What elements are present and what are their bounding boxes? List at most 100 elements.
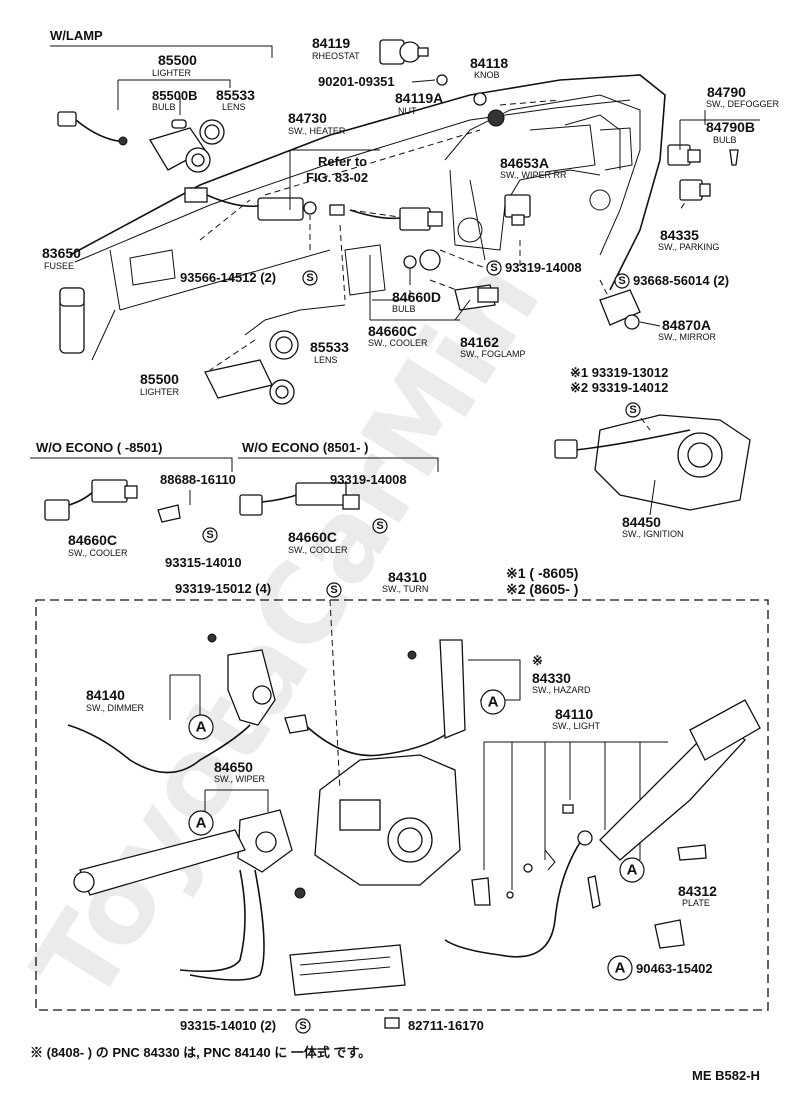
w-lamp-header: W/LAMP [50, 28, 103, 43]
part-84118: 84118 [470, 55, 508, 71]
part-84660c-econo-a: 84660C [68, 532, 117, 548]
part-84110: 84110 [555, 706, 593, 722]
part-90201-09351: 90201-09351 [318, 74, 395, 89]
part-84660c-top: 84660C [368, 323, 417, 339]
part-84450: 84450 [622, 514, 661, 530]
svg-text:SW., IGNITION: SW., IGNITION [622, 529, 684, 539]
svg-text:BULB: BULB [392, 304, 416, 314]
turn-switch-section: 93319-15012 (4) S 84310 SW., TURN ※1 ( -… [35, 565, 769, 1034]
part-93319-13012: ※1 93319-13012 [570, 365, 668, 380]
svg-text:SW., HAZARD: SW., HAZARD [532, 685, 591, 695]
svg-text:A: A [488, 694, 499, 711]
wo-econo-header-b: W/O ECONO (8501- ) [242, 440, 368, 455]
part-85500b: 85500B [152, 88, 198, 103]
part-84330-mark: ※ [532, 653, 543, 668]
defogger-parking-assembly [667, 110, 760, 201]
svg-text:SW., PARKING: SW., PARKING [658, 242, 719, 252]
svg-text:S: S [490, 262, 497, 274]
part-85500-lighter-top: 85500 [158, 52, 197, 68]
part-93319-14008-top: 93319-14008 [505, 260, 582, 275]
svg-text:S: S [206, 529, 213, 541]
part-93319-14012: ※2 93319-14012 [570, 380, 668, 395]
svg-text:SW., COOLER: SW., COOLER [68, 548, 128, 558]
svg-text:LENS: LENS [314, 355, 338, 365]
svg-text:SW., MIRROR: SW., MIRROR [658, 332, 716, 342]
lighter-bottom-assembly [204, 330, 299, 405]
part-93566-14512: 93566-14512 (2) [180, 270, 276, 285]
rheostat-assembly [379, 39, 505, 127]
wo-econo-header-a: W/O ECONO ( -8501) [36, 440, 162, 455]
svg-text:LENS: LENS [222, 102, 246, 112]
svg-text:RHEOSTAT: RHEOSTAT [312, 51, 360, 61]
wiper-rr-assembly [504, 194, 531, 226]
part-83650: 83650 [42, 245, 81, 261]
part-84119a: 84119A [395, 90, 443, 106]
ignition-assembly [554, 409, 751, 511]
svg-text:FUSEE: FUSEE [44, 261, 74, 271]
part-82711-16170: 82711-16170 [408, 1018, 484, 1033]
svg-text:SW., WIPER: SW., WIPER [214, 774, 266, 784]
part-84660d: 84660D [392, 289, 441, 305]
svg-text:A: A [627, 862, 638, 879]
part-93315-14010-bottom: 93315-14010 (2) [180, 1018, 276, 1033]
part-85533-top: 85533 [216, 87, 255, 103]
svg-text:SW., COOLER: SW., COOLER [288, 545, 348, 555]
heater-switch-assembly [184, 187, 443, 285]
fusee [59, 287, 85, 354]
svg-text:KNOB: KNOB [474, 70, 500, 80]
part-90463-15402: 90463-15402 [636, 961, 713, 976]
svg-text:SW., WIPER RR: SW., WIPER RR [500, 170, 567, 180]
svg-text:A: A [196, 719, 207, 736]
mirror-switch [599, 289, 641, 330]
svg-text:NUT: NUT [398, 106, 417, 116]
part-93315-14010-econo: 93315-14010 [165, 555, 242, 570]
svg-text:SW., DIMMER: SW., DIMMER [86, 703, 144, 713]
part-85533-low: 85533 [310, 339, 349, 355]
svg-text:SW., FOGLAMP: SW., FOGLAMP [460, 349, 526, 359]
refer-to-text: Refer to [318, 154, 367, 169]
part-93319-14008-econo: 93319-14008 [330, 472, 407, 487]
part-93319-15012: 93319-15012 (4) [175, 581, 271, 596]
part-84730: 84730 [288, 110, 327, 126]
svg-text:SW., HEATER: SW., HEATER [288, 126, 346, 136]
svg-text:S: S [330, 584, 337, 596]
part-84312: 84312 [678, 883, 717, 899]
part-84140: 84140 [86, 687, 125, 703]
econo-section: W/O ECONO ( -8501) W/O ECONO (8501- ) 88… [30, 440, 439, 570]
w-lamp-group: W/LAMP [50, 28, 273, 115]
svg-text:S: S [376, 520, 383, 532]
cooler-foglamp-assembly [369, 249, 499, 321]
svg-text:LIGHTER: LIGHTER [152, 68, 192, 78]
part-84650: 84650 [214, 759, 253, 775]
part-84653a: 84653A [500, 155, 549, 171]
leader-lines-top [199, 99, 691, 371]
refer-to-fig: FIG. 83-02 [306, 170, 368, 185]
part-84790: 84790 [707, 84, 746, 100]
legend-line-2: ※2 (8605- ) [506, 581, 578, 597]
svg-text:SW., DEFOGGER: SW., DEFOGGER [706, 99, 780, 109]
svg-text:LIGHTER: LIGHTER [140, 387, 180, 397]
part-84335: 84335 [660, 227, 699, 243]
part-84660c-econo-b: 84660C [288, 529, 337, 545]
part-88688-16110: 88688-16110 [160, 472, 236, 487]
svg-text:PLATE: PLATE [682, 898, 710, 908]
svg-text:S: S [618, 275, 625, 287]
diagram-code: ME B582-H [692, 1068, 760, 1083]
svg-text:SW., COOLER: SW., COOLER [368, 338, 428, 348]
part-84330: 84330 [532, 670, 571, 686]
part-84119: 84119 [312, 35, 350, 51]
dashboard-outline [69, 74, 666, 361]
part-85500-low: 85500 [140, 371, 179, 387]
svg-text:S: S [306, 272, 313, 284]
part-84310: 84310 [388, 569, 427, 585]
svg-text:S: S [629, 404, 636, 416]
svg-text:S: S [299, 1020, 306, 1032]
legend-line-1: ※1 ( -8605) [506, 565, 578, 581]
part-84790b: 84790B [706, 119, 755, 135]
part-84162: 84162 [460, 334, 499, 350]
svg-text:BULB: BULB [713, 135, 737, 145]
footnote: ※ (8408- ) の PNC 84330 は, PNC 84140 に 一体… [30, 1045, 371, 1060]
svg-text:SW., TURN: SW., TURN [382, 584, 428, 594]
svg-text:A: A [196, 815, 207, 832]
